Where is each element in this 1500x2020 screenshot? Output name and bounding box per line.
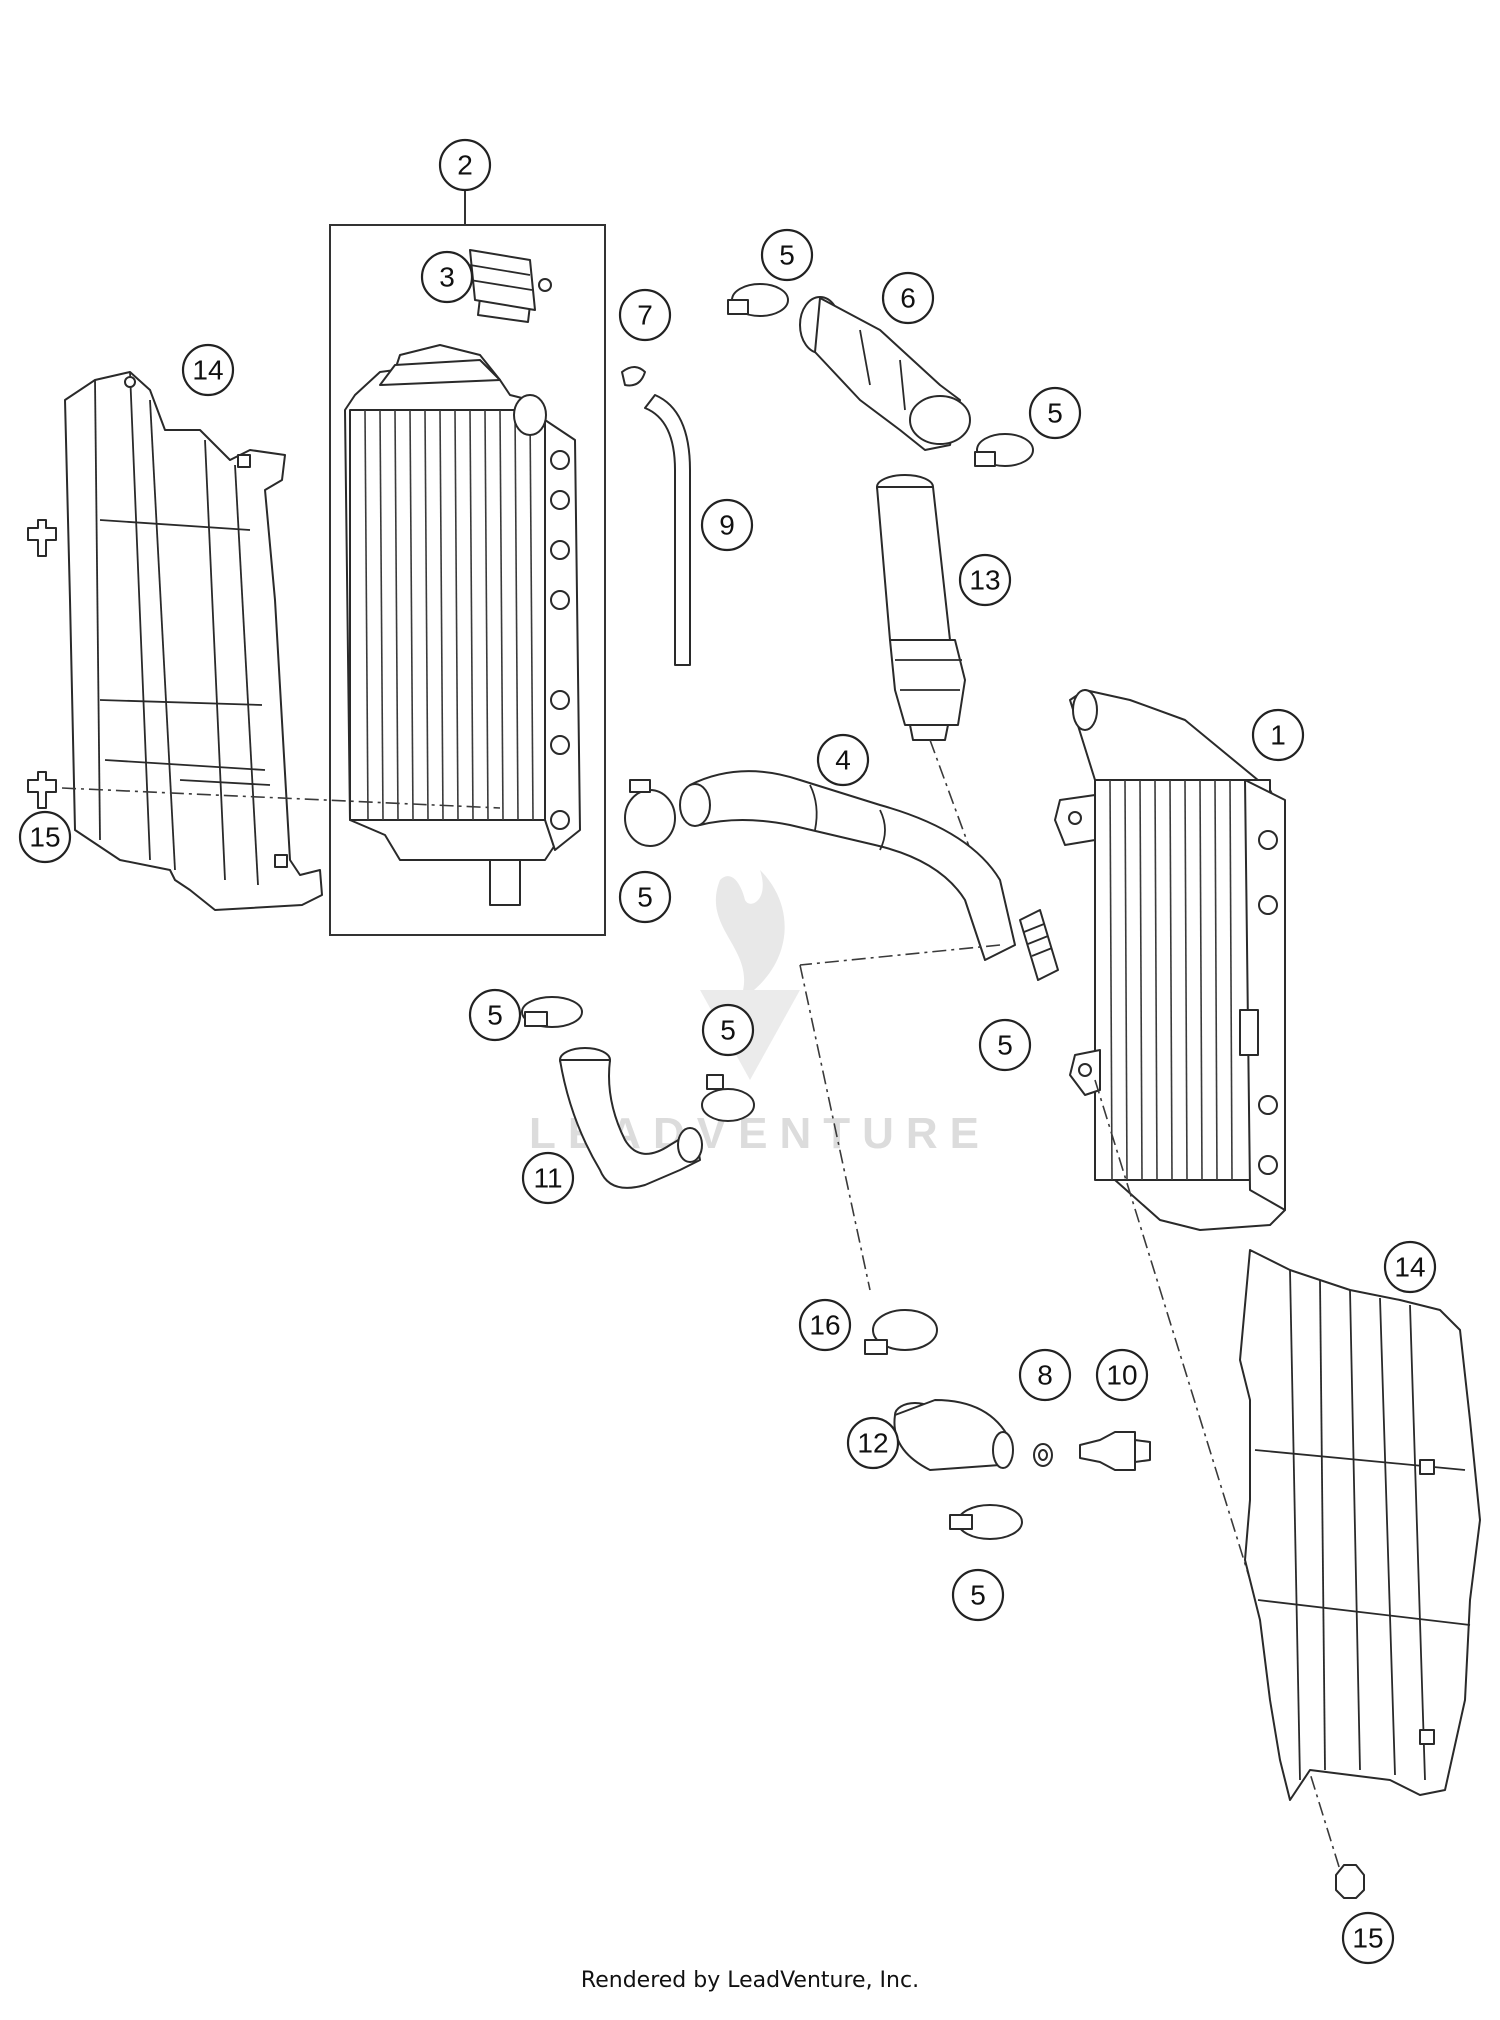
callout-11: 11 — [521, 1151, 575, 1205]
svg-text:6: 6 — [900, 283, 916, 314]
breather-hose — [644, 394, 691, 666]
left-radiator — [344, 297, 581, 906]
svg-text:10: 10 — [1106, 1360, 1137, 1391]
svg-text:12: 12 — [857, 1428, 888, 1459]
temperature-sensor — [1079, 1431, 1151, 1471]
callout-1: 1 — [1251, 708, 1305, 762]
small-hose-clamp — [521, 996, 755, 1122]
right-radiator — [1054, 689, 1286, 1231]
svg-text:1: 1 — [1270, 720, 1286, 751]
coolant-elbow — [893, 1399, 1014, 1471]
left-radiator-shroud — [64, 371, 323, 911]
elbow-hose-clamp — [949, 1504, 1023, 1540]
callout-6: 6 — [881, 271, 935, 325]
svg-text:11: 11 — [533, 1163, 562, 1194]
callout-15: 15 — [1341, 1911, 1395, 1965]
breather-hose-clamp — [621, 366, 646, 387]
footer-credit: Rendered by LeadVenture, Inc. — [580, 1968, 920, 1993]
svg-text:14: 14 — [192, 355, 223, 386]
right-mount-leader — [1094, 1079, 1341, 1871]
left-mount-leader — [61, 787, 501, 809]
radiator-assembly-group-box — [329, 224, 606, 936]
svg-text:15: 15 — [1352, 1923, 1383, 1954]
callout-5: 5 — [468, 988, 522, 1042]
svg-text:5: 5 — [487, 1000, 503, 1031]
thermostat-hose — [876, 474, 966, 741]
callout-2: 2 — [438, 138, 492, 192]
callout-5: 5 — [760, 228, 814, 282]
svg-text:5: 5 — [970, 1580, 986, 1611]
svg-text:5: 5 — [997, 1030, 1013, 1061]
left-shroud-bolt — [27, 519, 57, 809]
coolant-pump-clamp — [864, 1309, 938, 1355]
svg-text:5: 5 — [720, 1015, 736, 1046]
svg-text:2: 2 — [457, 150, 473, 181]
lower-radiator-hose — [679, 770, 1016, 961]
callout-8: 8 — [1018, 1348, 1072, 1402]
hose-leader — [799, 944, 1001, 966]
callout-16: 16 — [798, 1298, 852, 1352]
svg-text:3: 3 — [439, 262, 455, 293]
svg-text:9: 9 — [719, 510, 735, 541]
bypass-hose — [559, 1047, 703, 1189]
upper-hose-connector — [799, 296, 971, 451]
right-shroud-bolt — [1335, 1864, 1365, 1899]
callout-5: 5 — [1028, 386, 1082, 440]
svg-text:5: 5 — [1047, 398, 1063, 429]
callout-3: 3 — [420, 250, 474, 304]
svg-text:13: 13 — [969, 565, 1000, 596]
radiator-cap — [469, 249, 552, 311]
callout-15: 15 — [18, 810, 72, 864]
sealing-washer — [1033, 1443, 1053, 1467]
callout-5: 5 — [701, 1003, 755, 1057]
callout-4: 4 — [816, 733, 870, 787]
callout-10: 10 — [1095, 1348, 1149, 1402]
callout-13: 13 — [958, 553, 1012, 607]
callout-9: 9 — [700, 498, 754, 552]
right-radiator-shroud — [1239, 1249, 1481, 1801]
svg-text:14: 14 — [1394, 1252, 1425, 1283]
upper-hose-clamp — [727, 283, 1034, 467]
callout-7: 7 — [618, 288, 672, 342]
callout-5: 5 — [951, 1568, 1005, 1622]
callout-12: 12 — [846, 1416, 900, 1470]
hose-leader-2 — [799, 964, 871, 1291]
callout-14: 14 — [1383, 1240, 1437, 1294]
callout-5: 5 — [978, 1018, 1032, 1072]
callout-14: 14 — [181, 343, 235, 397]
svg-text:8: 8 — [1037, 1360, 1053, 1391]
svg-text:5: 5 — [779, 240, 795, 271]
lower-hose-clamp — [624, 779, 676, 847]
svg-text:16: 16 — [809, 1310, 840, 1341]
callout-5: 5 — [618, 870, 672, 924]
hose-spring — [1019, 909, 1059, 981]
svg-text:15: 15 — [29, 822, 60, 853]
svg-text:4: 4 — [835, 745, 851, 776]
svg-text:5: 5 — [637, 882, 653, 913]
svg-text:7: 7 — [637, 300, 653, 331]
